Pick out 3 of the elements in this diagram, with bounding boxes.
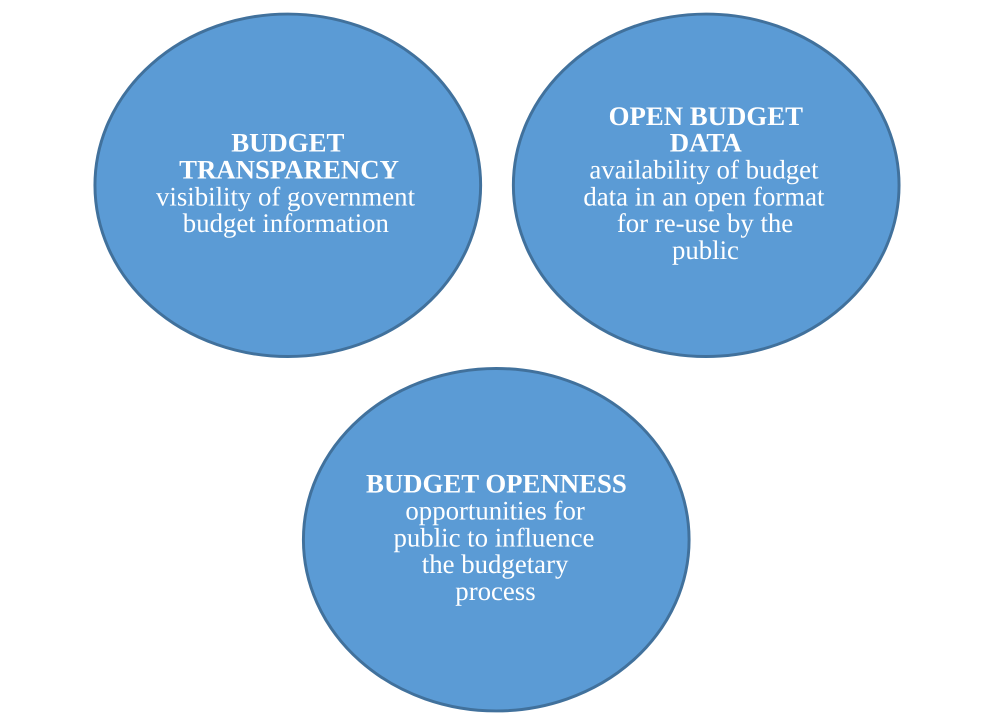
node-ellipse: BUDGET TRANSPARENCY visibility of government budget information [93,12,482,358]
node-ellipse: OPEN BUDGET DATA availability of budget data in an open format for re-use by the public [512,12,901,358]
node-ellipse: BUDGET OPENNESS opportunities for public to influence the budgetary process [302,366,691,712]
